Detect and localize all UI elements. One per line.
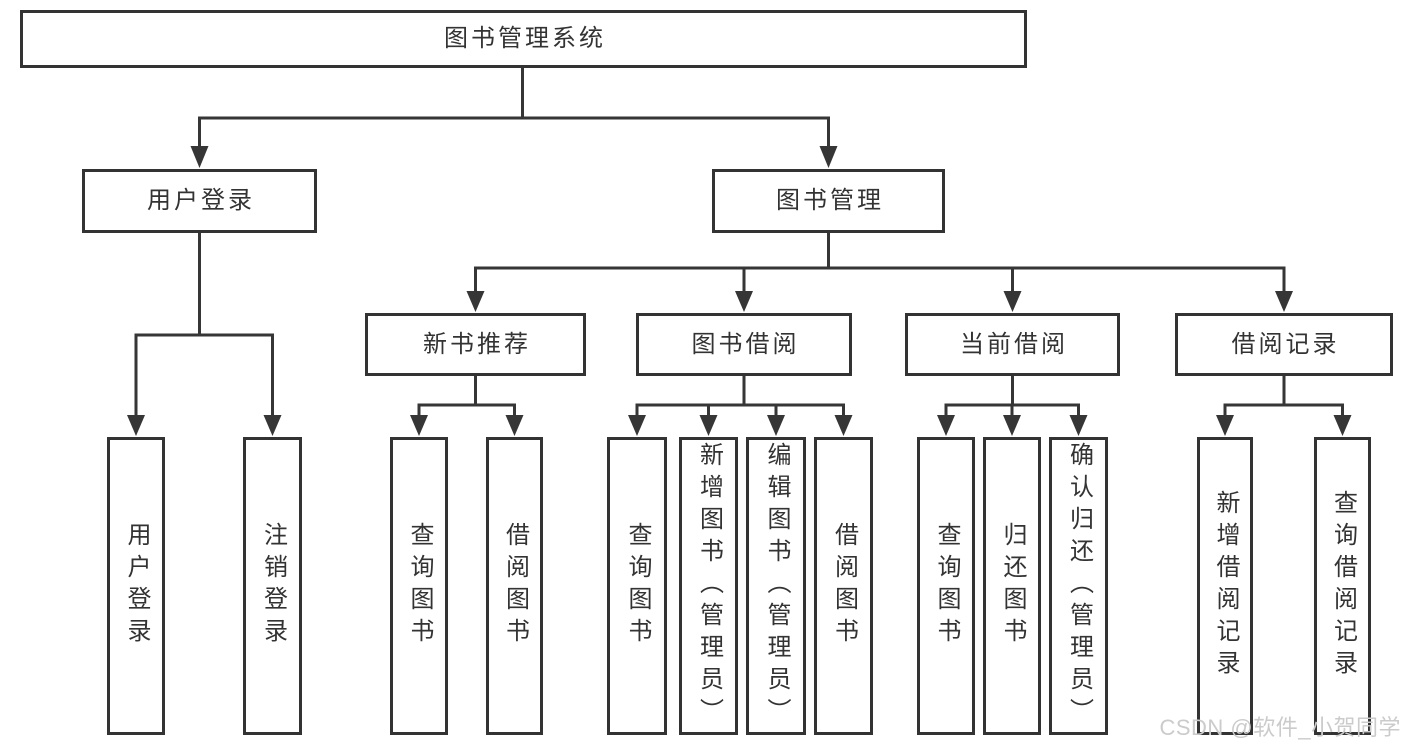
connector-bookmgmt-to-level3 <box>466 233 1293 312</box>
leaf-label: 归还图书 <box>999 522 1026 650</box>
leaf-label: 编辑图书（管理员） <box>763 442 790 730</box>
leaf-query-borrow-record: 查询借阅记录 <box>1314 437 1371 735</box>
node-label: 新书推荐 <box>423 330 531 358</box>
leaf-label: 新增借阅记录 <box>1212 490 1239 682</box>
leaf-query-book: 查询图书 <box>607 437 667 735</box>
leaf-logout: 注销登录 <box>243 437 302 735</box>
arrow-down-icon <box>505 415 524 436</box>
arrow-down-icon <box>834 415 853 436</box>
leaf-label: 查询图书 <box>933 522 960 650</box>
leaf-label: 注销登录 <box>259 522 287 650</box>
arrow-down-icon <box>1069 415 1088 436</box>
connector-newbook-to-leaves <box>410 376 524 436</box>
arrow-down-icon <box>819 146 838 168</box>
leaf-label: 借阅图书 <box>501 522 529 650</box>
node-label: 当前借阅 <box>960 330 1068 358</box>
leaf-borrow-book: 借阅图书 <box>486 437 543 735</box>
node-label: 用户登录 <box>147 187 255 214</box>
leaf-label: 查询图书 <box>406 522 433 650</box>
arrow-down-icon <box>410 415 428 436</box>
leaf-label: 新增图书（管理员） <box>695 442 723 730</box>
leaf-add-book-admin: 新增图书（管理员） <box>679 437 738 735</box>
node-new-book-recommend: 新书推荐 <box>365 313 586 376</box>
arrow-down-icon <box>699 415 718 436</box>
arrow-down-icon <box>190 146 209 168</box>
node-label: 借阅记录 <box>1231 330 1340 358</box>
node-label: 图书管理 <box>776 187 884 214</box>
node-label: 图书借阅 <box>691 330 800 358</box>
leaf-label: 查询图书 <box>624 522 651 650</box>
node-borrow-records: 借阅记录 <box>1175 313 1393 376</box>
leaf-label: 借阅图书 <box>830 522 858 650</box>
arrow-down-icon <box>628 415 646 436</box>
leaf-confirm-return-admin: 确认归还（管理员） <box>1049 437 1108 735</box>
arrow-down-icon <box>1333 415 1352 436</box>
arrow-down-icon <box>1003 415 1021 436</box>
arrow-down-icon <box>127 415 145 436</box>
arrow-down-icon <box>263 415 282 436</box>
connector-root-to-level2 <box>190 68 838 168</box>
leaf-label: 用户登录 <box>123 522 150 650</box>
leaf-user-login: 用户登录 <box>107 437 165 735</box>
leaf-label: 查询借阅记录 <box>1329 490 1357 682</box>
node-book-borrow: 图书借阅 <box>636 313 852 376</box>
connector-borrowrecord-to-leaves <box>1216 376 1352 436</box>
arrow-down-icon <box>466 291 485 312</box>
connector-currentborrow-to-leaves <box>937 376 1088 436</box>
leaf-edit-book-admin: 编辑图书（管理员） <box>746 437 806 735</box>
arrow-down-icon <box>937 415 955 436</box>
arrow-down-icon <box>1003 291 1022 312</box>
csdn-watermark: CSDN @软件_小贺同学 <box>1159 715 1401 740</box>
connector-userlogin-to-leaves <box>127 233 282 436</box>
node-label: 图书管理系统 <box>444 25 606 52</box>
connector-bookborrow-to-leaves <box>628 376 853 436</box>
arrow-down-icon <box>767 415 785 436</box>
leaf-label: 确认归还（管理员） <box>1065 442 1093 730</box>
arrow-down-icon <box>735 291 753 312</box>
node-root-system: 图书管理系统 <box>20 10 1027 68</box>
arrow-down-icon <box>1216 415 1234 436</box>
leaf-query-book: 查询图书 <box>390 437 448 735</box>
leaf-query-book: 查询图书 <box>917 437 975 735</box>
node-current-borrow: 当前借阅 <box>905 313 1120 376</box>
node-book-management: 图书管理 <box>712 169 945 233</box>
arrow-down-icon <box>1275 291 1293 312</box>
leaf-return-book: 归还图书 <box>983 437 1041 735</box>
leaf-borrow-book: 借阅图书 <box>814 437 873 735</box>
node-user-login: 用户登录 <box>82 169 317 233</box>
leaf-add-borrow-record: 新增借阅记录 <box>1197 437 1253 735</box>
